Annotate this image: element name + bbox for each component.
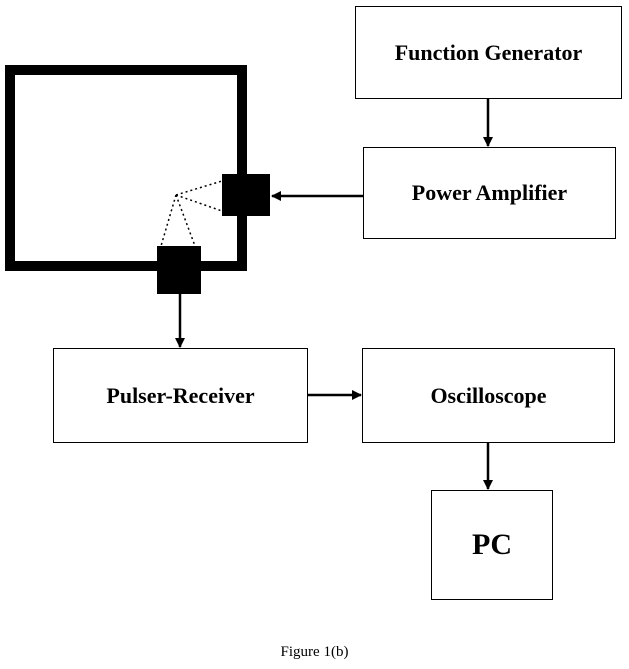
receiver-transducer (157, 246, 201, 294)
specimen-frame (5, 65, 247, 271)
function-generator-box: Function Generator (355, 6, 622, 99)
pulser-receiver-box: Pulser-Receiver (53, 348, 308, 443)
power-amplifier-box: Power Amplifier (363, 147, 616, 239)
pc-label: PC (472, 528, 512, 561)
oscilloscope-box: Oscilloscope (362, 348, 615, 443)
power-amplifier-label: Power Amplifier (411, 180, 568, 205)
pc-box: PC (431, 490, 553, 600)
beam-lines (160, 180, 223, 247)
transmitter-transducer (222, 174, 270, 216)
figure-caption: Figure 1(b) (280, 644, 349, 660)
pulser-receiver-label: Pulser-Receiver (106, 382, 255, 408)
function-generator-label: Function Generator (394, 39, 583, 65)
oscilloscope-label: Oscilloscope (430, 382, 547, 408)
